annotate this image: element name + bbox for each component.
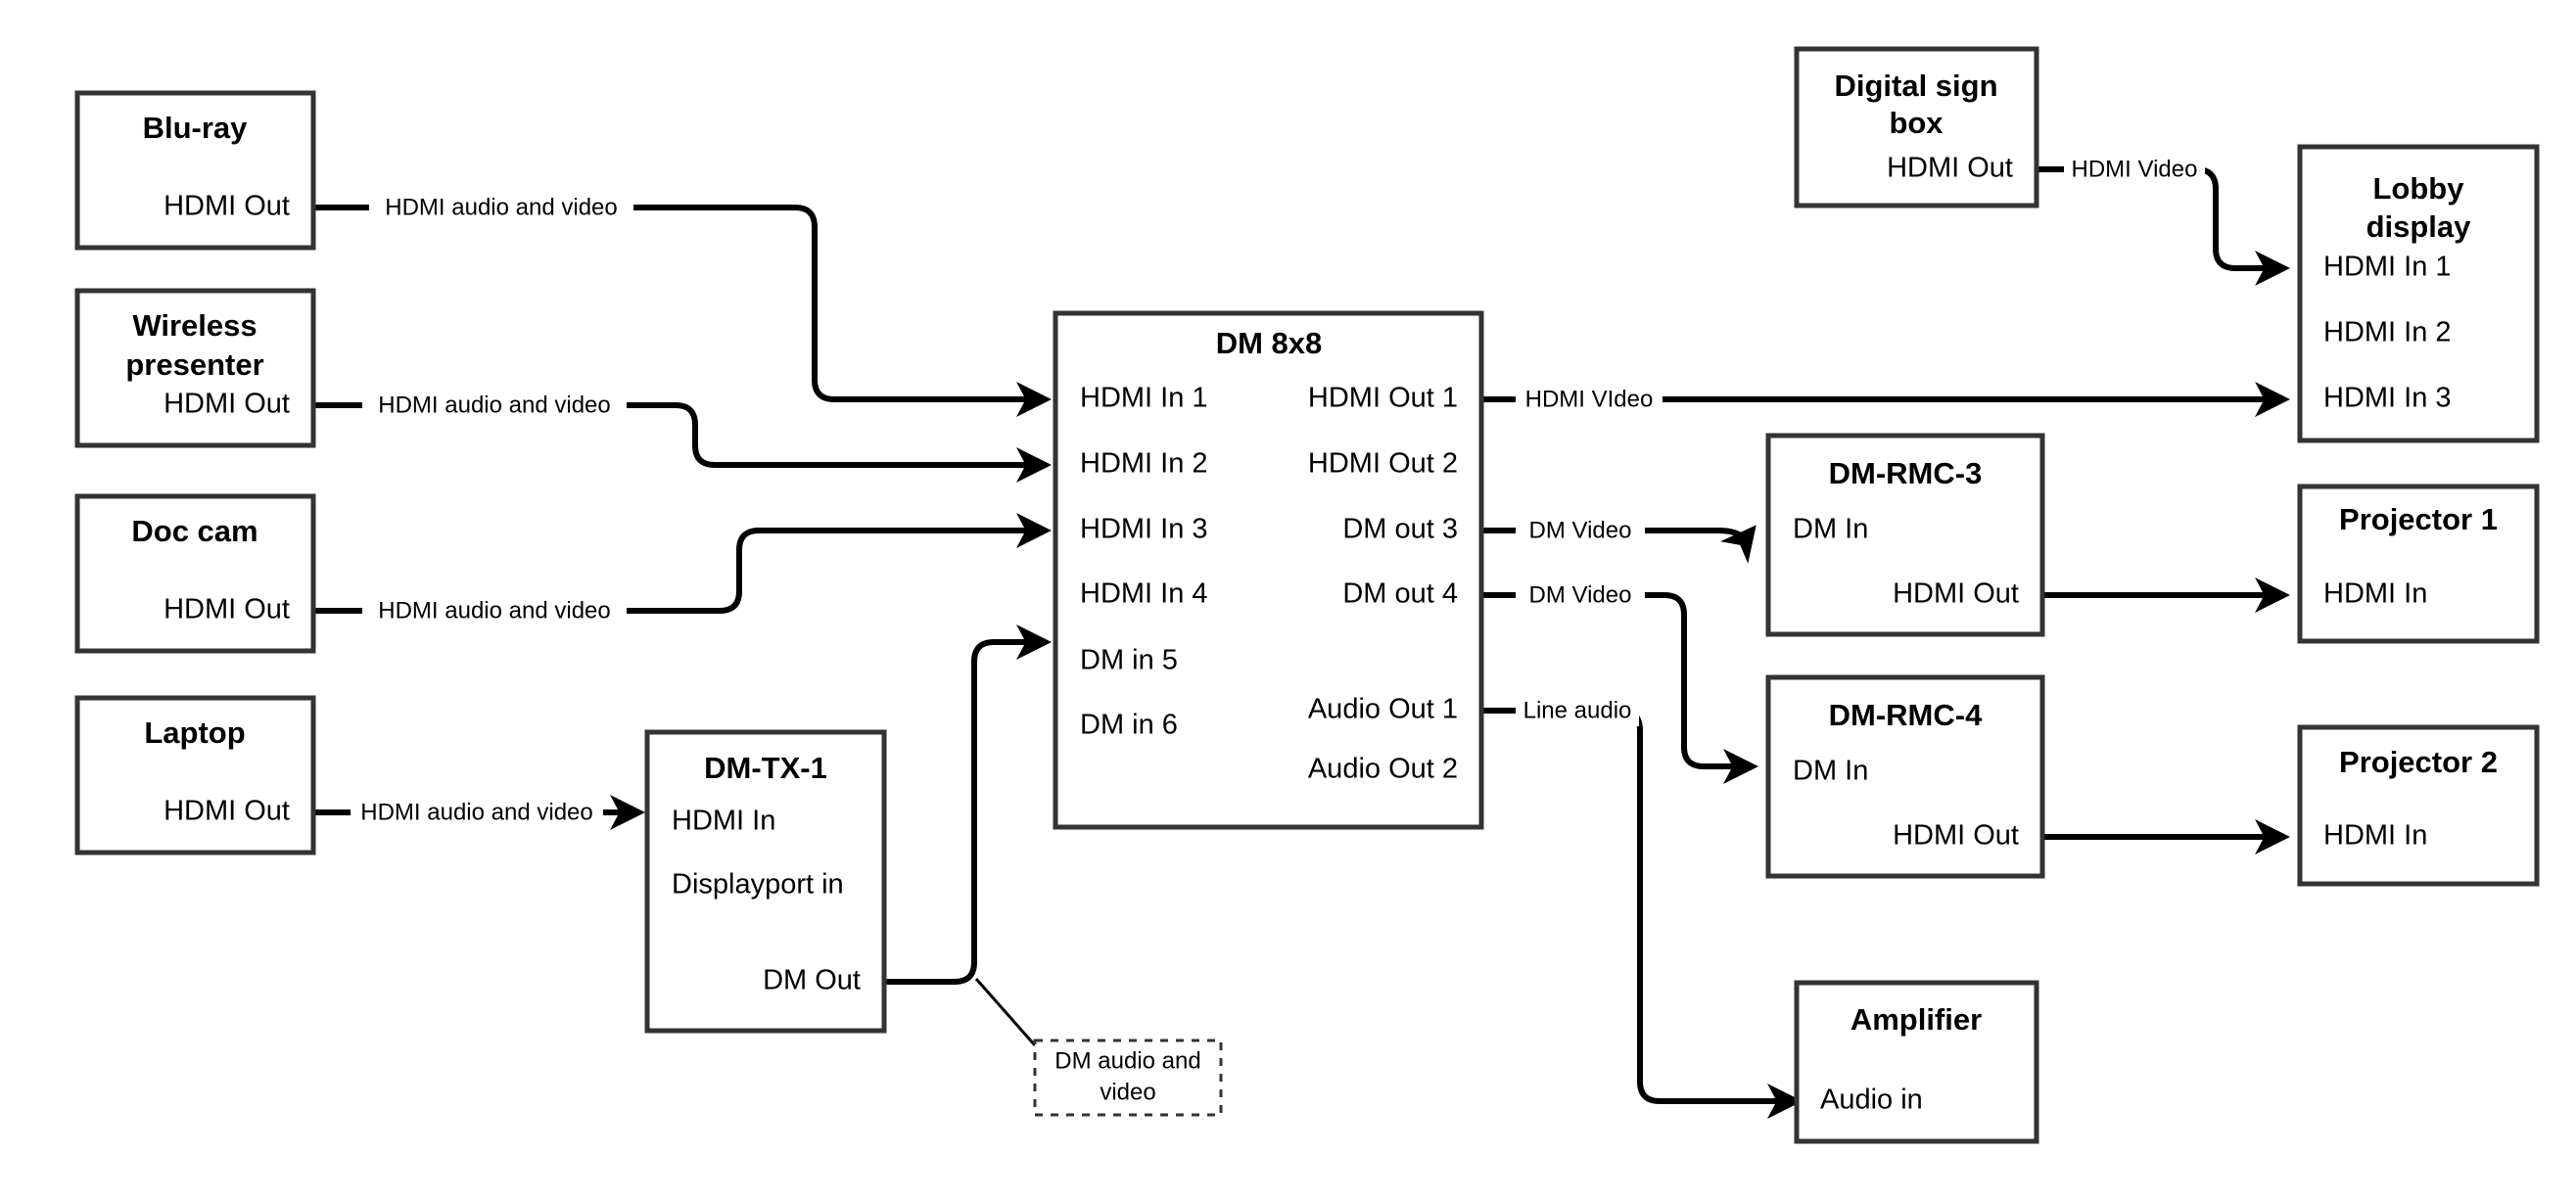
edge-dm-audioout1-to-amplifier: Line audio bbox=[1481, 695, 1803, 1119]
port-digital-sign-box-hdmi-out: HDMI Out bbox=[1887, 153, 2013, 184]
edge-dm-out4-to-rmc4: DM Video bbox=[1481, 579, 1758, 784]
port-dm-8x8-audio-out-1: Audio Out 1 bbox=[1308, 694, 1458, 725]
port-dm-tx-1-hdmi-in: HDMI In bbox=[672, 806, 775, 837]
edge-dmtx1-to-dm-in5 bbox=[884, 624, 1052, 985]
node-title-dm-tx-1: DM-TX-1 bbox=[704, 751, 827, 785]
port-amplifier-audio-in: Audio in bbox=[1820, 1085, 1923, 1116]
port-lobby-display-hdmi-in-3: HDMI In 3 bbox=[2323, 383, 2452, 414]
node-projector-1[interactable]: Projector 1 HDMI In bbox=[2297, 484, 2540, 644]
edge-label-hdmi-video-out1: HDMI VIdeo bbox=[1525, 386, 1654, 412]
node-wireless-presenter[interactable]: Wireless presenter HDMI Out bbox=[74, 288, 316, 448]
edge-label-bluray: HDMI audio and video bbox=[385, 194, 617, 220]
node-dm-tx-1[interactable]: DM-TX-1 HDMI In Displayport in DM Out bbox=[644, 729, 887, 1034]
port-dm-8x8-hdmi-out-1: HDMI Out 1 bbox=[1308, 383, 1458, 414]
edge-dm-hdmiout1-to-lobby-in3: HDMI VIdeo bbox=[1481, 382, 2290, 417]
edge-label-wireless: HDMI audio and video bbox=[378, 392, 610, 418]
edge-label-laptop: HDMI audio and video bbox=[360, 799, 592, 825]
port-lobby-display-hdmi-in-2: HDMI In 2 bbox=[2323, 317, 2452, 348]
port-dm-rmc-3-dm-in: DM In bbox=[1793, 514, 1868, 545]
edge-label-dm-video-3: DM Video bbox=[1529, 517, 1632, 543]
edge-label-dm-video-4: DM Video bbox=[1529, 581, 1632, 608]
node-blu-ray[interactable]: Blu-ray HDMI Out bbox=[74, 90, 316, 251]
node-title-digital-sign-box-line1: Digital sign bbox=[1834, 69, 1997, 103]
callout-dm-audio-video: DM audio and video bbox=[1033, 1039, 1223, 1117]
edge-doccam-to-dm-in3: HDMI audio and video bbox=[313, 513, 1052, 626]
port-projector-2-hdmi-in: HDMI In bbox=[2323, 820, 2427, 852]
node-dm-rmc-3[interactable]: DM-RMC-3 DM In HDMI Out bbox=[1765, 433, 2045, 637]
edge-signbox-to-lobby-in1: HDMI Video bbox=[2037, 154, 2290, 286]
node-title-dm-8x8: DM 8x8 bbox=[1216, 326, 1323, 360]
node-amplifier[interactable]: Amplifier Audio in bbox=[1794, 980, 2039, 1144]
port-dm-8x8-hdmi-in-3: HDMI In 3 bbox=[1080, 514, 1208, 545]
port-dm-8x8-hdmi-in-4: HDMI In 4 bbox=[1080, 578, 1208, 610]
node-lobby-display[interactable]: Lobby display HDMI In 1 HDMI In 2 HDMI I… bbox=[2297, 144, 2540, 443]
port-wireless-presenter-hdmi-out: HDMI Out bbox=[164, 389, 290, 420]
edge-label-doccam: HDMI audio and video bbox=[378, 597, 610, 624]
edge-laptop-to-dmtx1: HDMI audio and video bbox=[313, 795, 645, 830]
port-dm-rmc-4-hdmi-out: HDMI Out bbox=[1893, 820, 2019, 852]
port-dm-8x8-hdmi-out-2: HDMI Out 2 bbox=[1308, 448, 1458, 480]
callout-line2: video bbox=[1100, 1079, 1155, 1105]
node-title-laptop: Laptop bbox=[144, 716, 245, 750]
port-blu-ray-hdmi-out: HDMI Out bbox=[164, 191, 290, 222]
node-title-digital-sign-box-line2: box bbox=[1889, 106, 1944, 140]
node-title-doc-cam: Doc cam bbox=[131, 514, 258, 548]
node-title-dm-rmc-3: DM-RMC-3 bbox=[1829, 456, 1983, 490]
port-dm-8x8-audio-out-2: Audio Out 2 bbox=[1308, 754, 1458, 785]
port-dm-rmc-4-dm-in: DM In bbox=[1793, 756, 1868, 787]
port-dm-tx-1-dm-out: DM Out bbox=[763, 965, 861, 996]
node-title-lobby-display-line2: display bbox=[2366, 209, 2472, 244]
edge-bluray-to-dm-in1: HDMI audio and video bbox=[313, 192, 1046, 399]
port-dm-8x8-dm-in-6: DM in 6 bbox=[1080, 710, 1178, 741]
node-title-wireless-presenter-line1: Wireless bbox=[132, 308, 257, 343]
port-dm-8x8-hdmi-in-2: HDMI In 2 bbox=[1080, 448, 1208, 480]
callout-leader-line bbox=[974, 978, 1037, 1046]
port-dm-8x8-dm-in-5: DM in 5 bbox=[1080, 645, 1178, 676]
port-dm-8x8-dm-out-4: DM out 4 bbox=[1342, 578, 1458, 610]
node-title-lobby-display-line1: Lobby bbox=[2373, 171, 2465, 206]
edge-label-hdmi-video-sign: HDMI Video bbox=[2072, 156, 2198, 182]
node-title-blu-ray: Blu-ray bbox=[143, 111, 249, 145]
node-doc-cam[interactable]: Doc cam HDMI Out bbox=[74, 493, 316, 654]
port-dm-rmc-3-hdmi-out: HDMI Out bbox=[1893, 578, 2019, 610]
port-lobby-display-hdmi-in-1: HDMI In 1 bbox=[2323, 252, 2452, 283]
node-title-projector-1: Projector 1 bbox=[2339, 502, 2498, 536]
node-title-wireless-presenter-line2: presenter bbox=[125, 347, 263, 382]
callout-line1: DM audio and bbox=[1054, 1047, 1200, 1074]
node-dm-8x8[interactable]: DM 8x8 HDMI In 1 HDMI In 2 HDMI In 3 HDM… bbox=[1053, 310, 1484, 830]
port-projector-1-hdmi-in: HDMI In bbox=[2323, 578, 2427, 610]
node-dm-rmc-4[interactable]: DM-RMC-4 DM In HDMI Out bbox=[1765, 674, 2045, 879]
port-dm-tx-1-displayport-in: Displayport in bbox=[672, 869, 844, 901]
port-dm-8x8-dm-out-3: DM out 3 bbox=[1342, 514, 1458, 545]
edge-wireless-to-dm-in2: HDMI audio and video bbox=[313, 390, 1052, 483]
node-title-amplifier: Amplifier bbox=[1850, 1002, 1982, 1037]
node-title-dm-rmc-4: DM-RMC-4 bbox=[1829, 698, 1983, 732]
port-laptop-hdmi-out: HDMI Out bbox=[164, 796, 290, 827]
node-laptop[interactable]: Laptop HDMI Out bbox=[74, 695, 316, 855]
port-dm-8x8-hdmi-in-1: HDMI In 1 bbox=[1080, 383, 1208, 414]
node-title-projector-2: Projector 2 bbox=[2339, 745, 2498, 779]
port-doc-cam-hdmi-out: HDMI Out bbox=[164, 594, 290, 625]
edge-dm-out3-to-rmc3: DM Video bbox=[1481, 515, 1756, 564]
node-digital-sign-box[interactable]: Digital sign box HDMI Out bbox=[1794, 46, 2039, 208]
node-projector-2[interactable]: Projector 2 HDMI In bbox=[2297, 724, 2540, 887]
edge-label-line-audio: Line audio bbox=[1523, 697, 1632, 723]
